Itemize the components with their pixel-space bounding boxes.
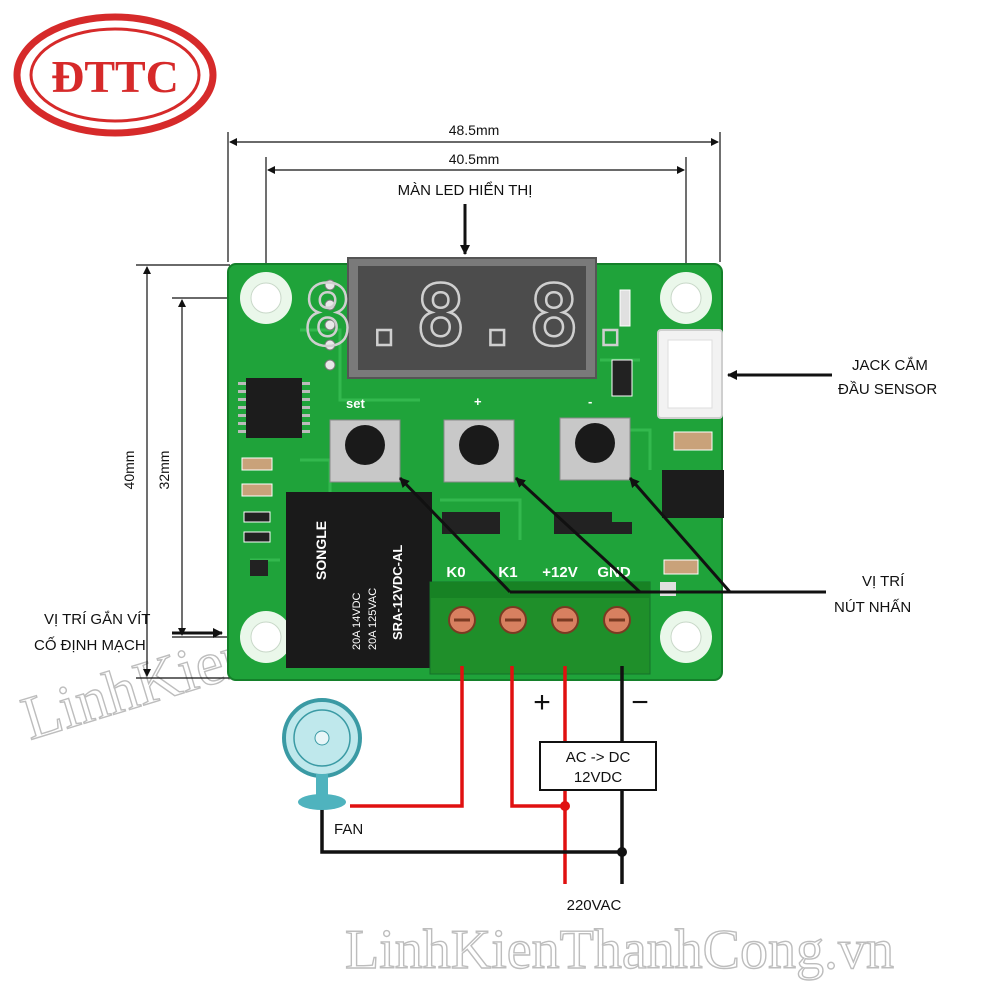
- buttons-annotation-1: VỊ TRÍ: [862, 573, 905, 590]
- watermark-bottom: LinhKienThanhCong.vn: [345, 919, 894, 981]
- tactile-button-plus[interactable]: [443, 419, 515, 483]
- logo-text: ĐTTC: [51, 51, 179, 102]
- relay: SONGLE 20A 14VDC 20A 125VAC SRA-12VDC-AL: [286, 492, 432, 668]
- dim-hole-width: 40.5mm: [449, 151, 500, 167]
- sensor-jack-annotation-1: JACK CẮM: [852, 356, 928, 374]
- button-label-plus: +: [474, 394, 482, 409]
- button-label-minus: -: [588, 394, 592, 409]
- relay-rating-2: 20A 125VAC: [367, 588, 379, 650]
- button-label-set: set: [346, 396, 365, 411]
- smd-components: [241, 289, 724, 596]
- relay-rating-1: 20A 14VDC: [351, 592, 363, 650]
- sensor-jack: [657, 329, 723, 419]
- tactile-button-set[interactable]: [329, 419, 401, 483]
- converter-label-1: AC -> DC: [566, 749, 631, 766]
- junction-dot-live: [560, 801, 570, 811]
- screw-annotation-2: CỐ ĐỊNH MẠCH: [34, 636, 146, 654]
- dim-hole-height: 32mm: [156, 451, 172, 490]
- polarity-minus: −: [631, 686, 649, 719]
- sensor-jack-annotation-2: ĐẦU SENSOR: [838, 381, 937, 398]
- pcb-board: 8.8.8.: [227, 257, 724, 681]
- dim-outer-width: 48.5mm: [449, 122, 500, 138]
- led-display: 8.8.8.: [301, 257, 641, 379]
- terminal-label-k0: K0: [446, 564, 465, 581]
- terminal-label-k1: K1: [498, 564, 517, 581]
- relay-brand: SONGLE: [313, 521, 329, 580]
- buttons-arrows: [398, 476, 826, 594]
- converter-label-2: 12VDC: [574, 769, 623, 786]
- mains-label: 220VAC: [567, 897, 622, 914]
- dimension-lines: [136, 132, 721, 679]
- tactile-button-minus[interactable]: [559, 417, 631, 481]
- ac-dc-converter: [539, 741, 657, 791]
- brand-logo: ĐTTC: [13, 13, 217, 137]
- junction-dot-neutral: [617, 847, 627, 857]
- terminal-label-12v: +12V: [542, 564, 577, 581]
- mounting-holes: [240, 272, 712, 663]
- dim-outer-height: 40mm: [121, 451, 137, 490]
- display-digits: 8.8.8.: [302, 267, 641, 365]
- relay-model: SRA-12VDC-AL: [390, 545, 405, 640]
- display-annotation: MÀN LED HIỂN THỊ: [398, 181, 533, 199]
- fan-label: FAN: [334, 821, 363, 838]
- fan-icon: [282, 698, 362, 810]
- polarity-plus: +: [533, 686, 551, 719]
- screw-annotation-1: VỊ TRÍ GẮN VÍT: [44, 610, 150, 628]
- buttons-annotation-2: NÚT NHẤN: [834, 599, 911, 616]
- ic-chip: [238, 378, 310, 438]
